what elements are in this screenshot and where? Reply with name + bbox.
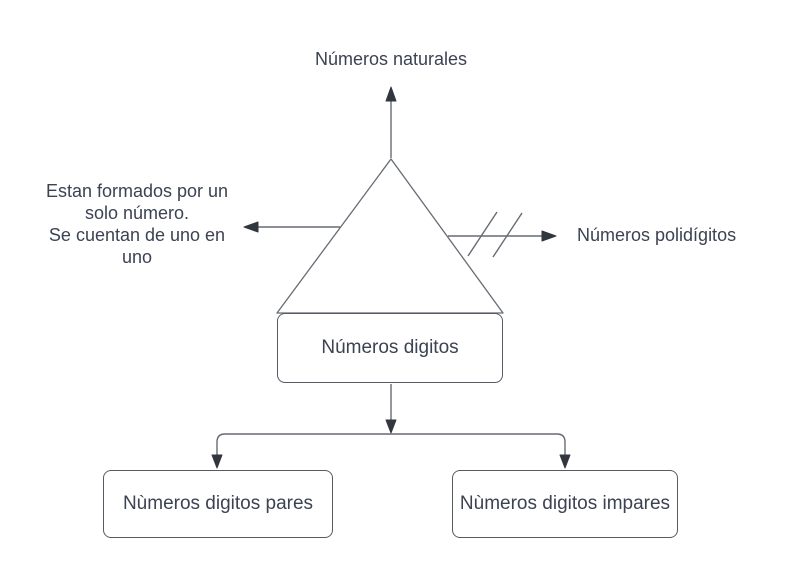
- left-note: Estan formados por un solo número. Se cu…: [45, 181, 229, 267]
- bottom-left-box-label: Nùmeros digitos pares: [122, 493, 314, 514]
- branch-connector: [211, 433, 571, 469]
- bottom-right-box: Nùmeros digitos impares: [452, 470, 678, 538]
- right-label: Números polidígitos: [577, 225, 737, 245]
- bottom-left-box: Nùmeros digitos pares: [103, 470, 333, 538]
- bottom-right-box-label: Nùmeros digitos impares: [459, 493, 671, 514]
- center-box: Números digitos: [277, 313, 503, 383]
- left-arrow: [243, 221, 340, 233]
- top-label: Números naturales: [314, 49, 468, 69]
- right-arrow: [448, 211, 557, 258]
- double-slash-marks: [467, 211, 523, 258]
- up-arrow: [385, 86, 397, 158]
- center-box-label: Números digitos: [321, 337, 459, 358]
- down-arrow: [385, 384, 397, 434]
